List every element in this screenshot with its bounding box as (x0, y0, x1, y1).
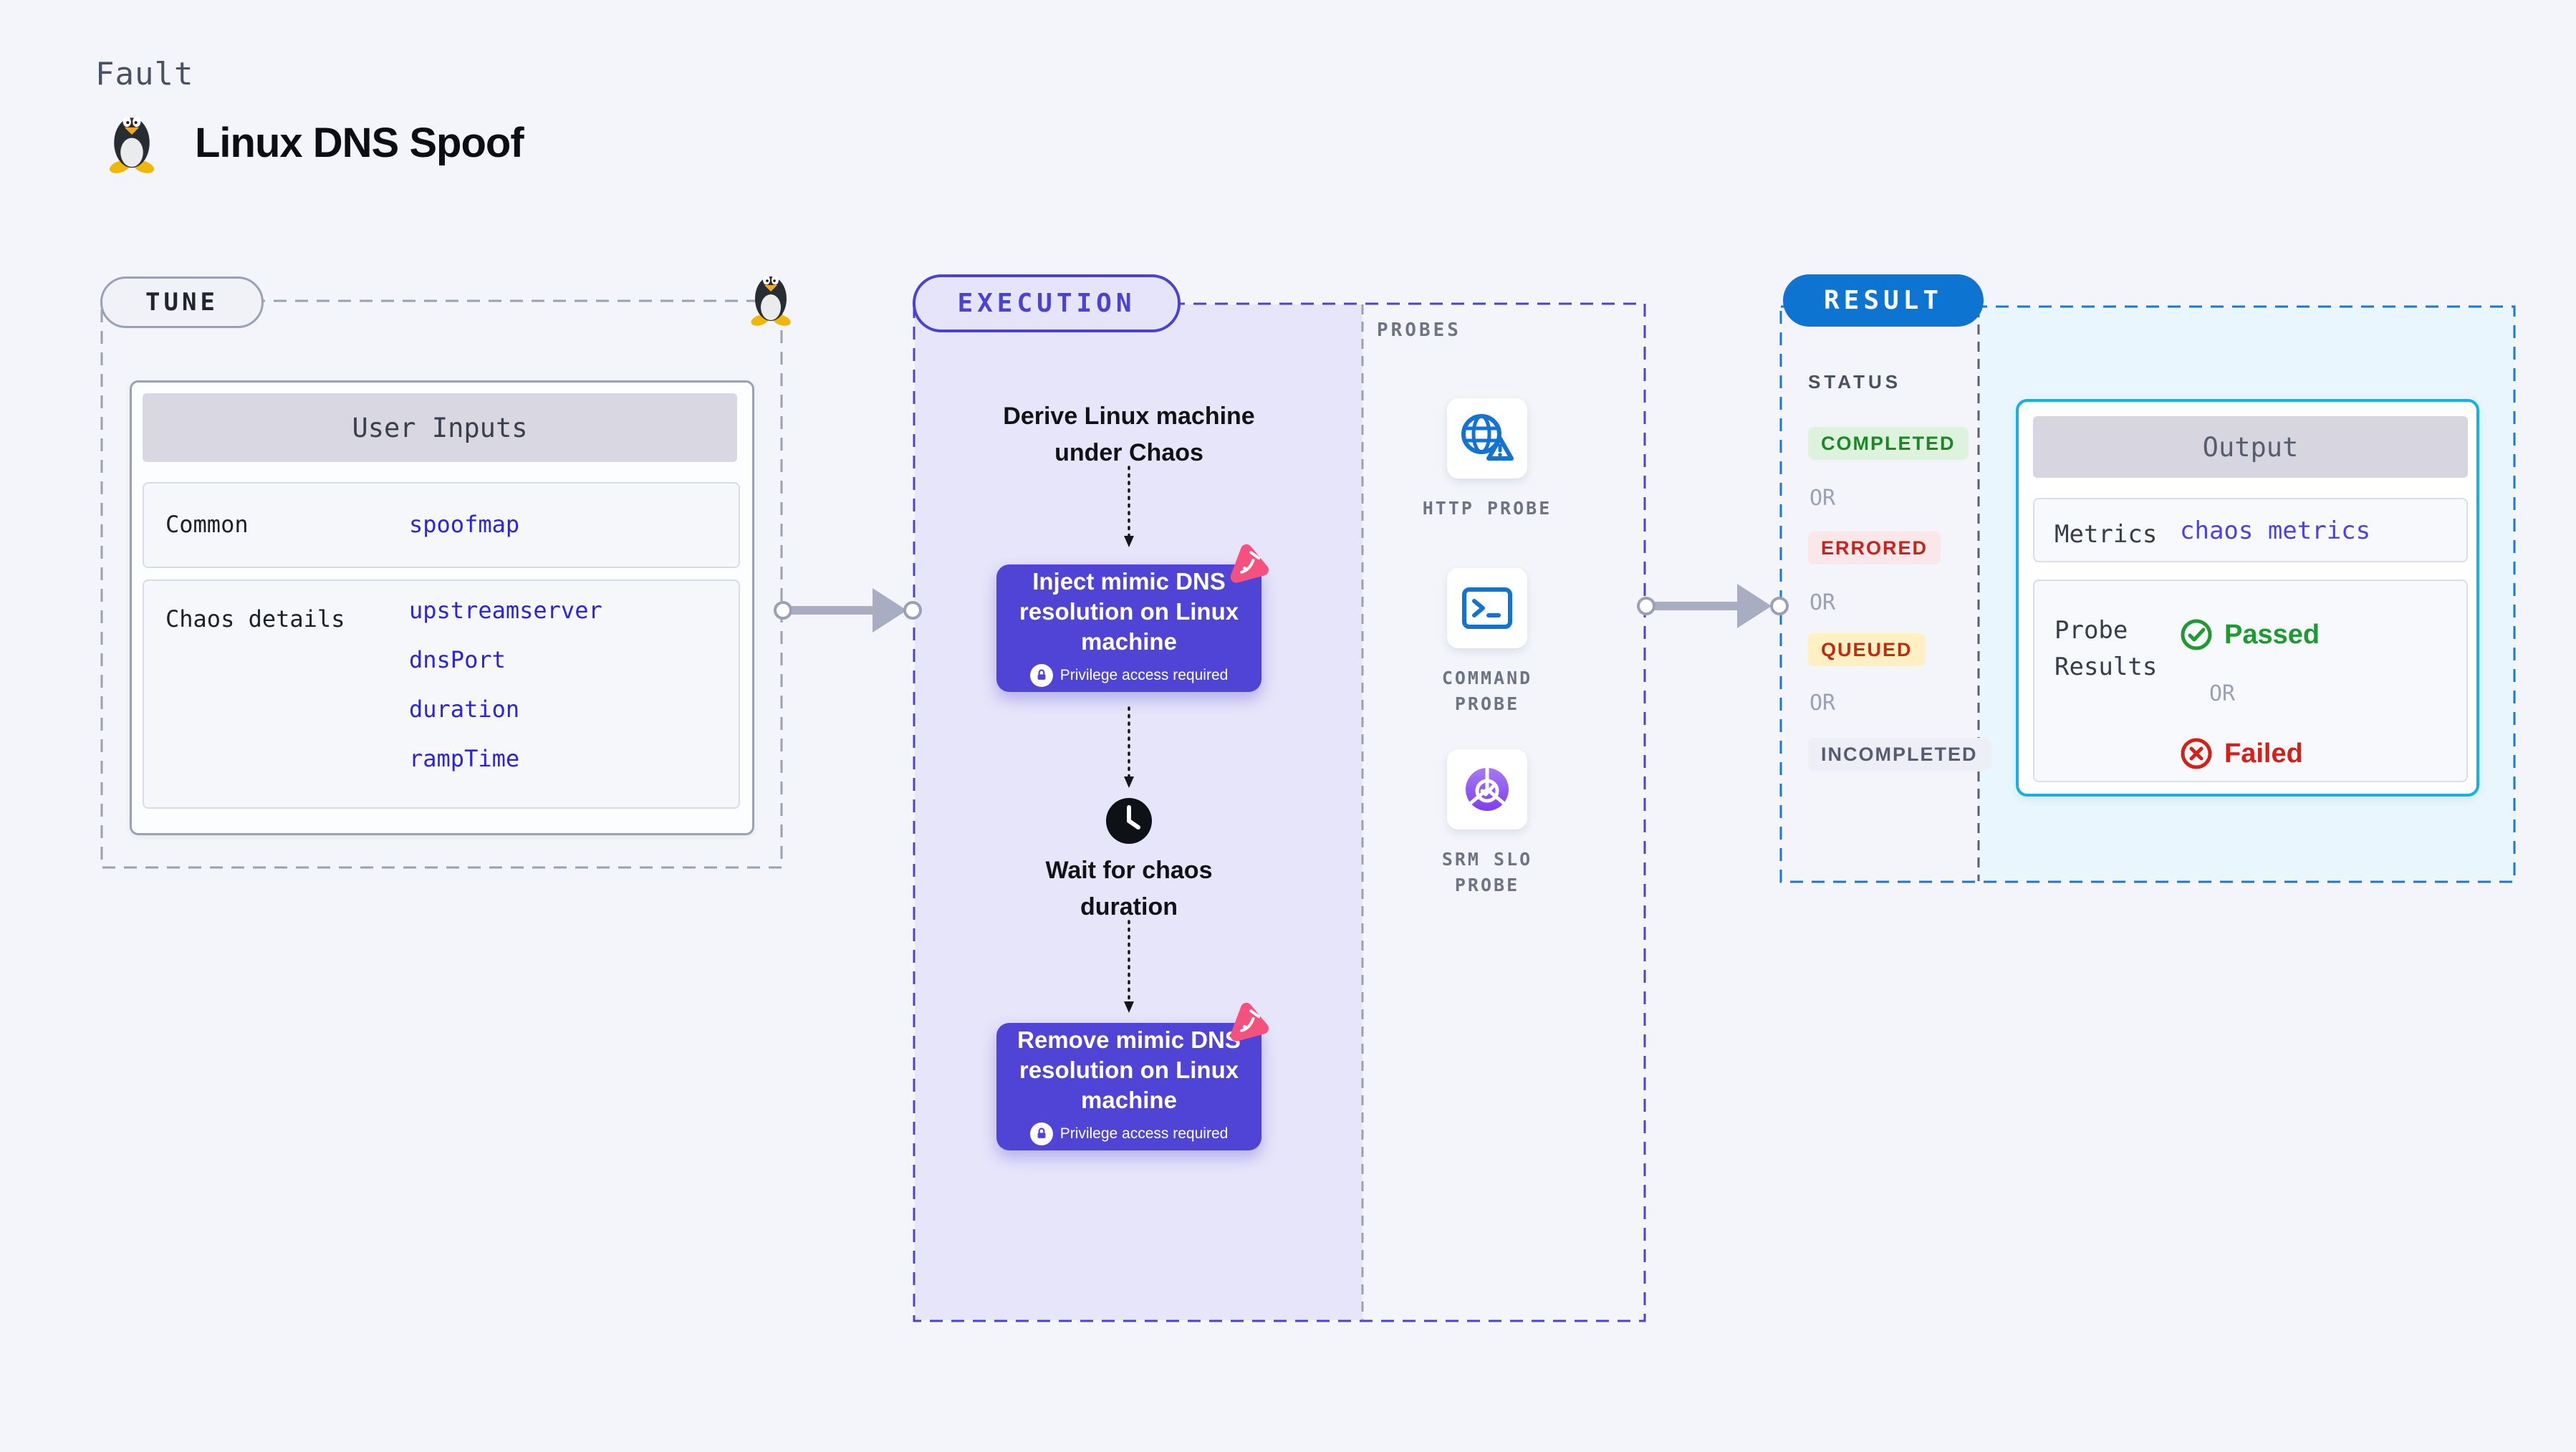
lock-icon (1029, 1122, 1053, 1145)
srm-slo-probe-card (1447, 749, 1527, 830)
chaos-value: duration (409, 696, 520, 723)
metrics-label: Metrics (2054, 520, 2158, 549)
failed-verdict: Failed (2180, 737, 2303, 770)
http-probe-card (1447, 398, 1527, 479)
inject-step-label: Inject mimic DNS resolution on Linux mac… (1019, 568, 1239, 655)
litmus-logo-icon (1221, 998, 1272, 1048)
output-title: Output (2033, 416, 2468, 478)
check-circle-icon (2181, 619, 2212, 650)
lock-icon (1029, 663, 1053, 687)
flow-arrow-down (1124, 920, 1134, 1013)
user-inputs-title: User Inputs (143, 393, 737, 462)
probe-results-row: Probe Results Passed OR Failed (2033, 580, 2468, 782)
or-separator: OR (1810, 590, 1836, 615)
or-separator: OR (1810, 691, 1836, 716)
chaos-details-row: Chaos details upstreamserver dnsPort dur… (143, 580, 740, 809)
slo-donut-icon (1466, 768, 1509, 811)
common-input-row: Common spoofmap (143, 482, 740, 568)
litmus-logo-icon (1221, 539, 1272, 590)
result-badge: RESULT (1783, 274, 1984, 327)
common-label: Common (165, 511, 249, 538)
tux-penguin-icon (106, 107, 158, 175)
flow-arrow-down (1124, 466, 1134, 547)
command-probe-label: COMMAND PROBE (1441, 668, 1533, 715)
fault-kicker: Fault (95, 56, 194, 92)
or-separator: OR (2209, 681, 2236, 706)
execution-to-result-arrow (1637, 584, 1789, 628)
page-title: Linux DNS Spoof (195, 120, 524, 166)
derive-step-label: Derive Linux machine under Chaos (1003, 403, 1255, 466)
status-badge-errored: ERRORED (1808, 532, 1941, 564)
common-value: spoofmap (409, 511, 520, 538)
tune-badge: TUNE (100, 277, 264, 328)
remove-chaos-node: Remove mimic DNS resolution on Linux mac… (996, 1023, 1261, 1150)
inject-chaos-node: Inject mimic DNS resolution on Linux mac… (996, 564, 1261, 692)
privilege-note: Privilege access required (1029, 1122, 1229, 1145)
chaos-value: upstreamserver (409, 597, 602, 624)
x-circle-icon (2181, 738, 2212, 769)
probes-heading: PROBES (1377, 319, 1461, 341)
status-heading: STATUS (1808, 371, 1902, 393)
chaos-value: dnsPort (409, 646, 506, 673)
command-probe-card (1447, 568, 1527, 648)
clock-icon (1106, 798, 1152, 844)
passed-label: Passed (2224, 619, 2320, 650)
chaos-value: rampTime (409, 745, 520, 772)
terminal-icon (1462, 587, 1512, 629)
output-panel: Output Metrics chaos metrics Probe Resul… (2016, 399, 2479, 797)
metrics-value: chaos metrics (2180, 516, 2371, 545)
remove-step-label: Remove mimic DNS resolution on Linux mac… (1017, 1027, 1241, 1113)
execution-badge: EXECUTION (913, 274, 1181, 332)
status-badge-incompleted: INCOMPLETED (1808, 738, 1991, 771)
or-separator: OR (1810, 486, 1836, 511)
privilege-note-text: Privilege access required (1059, 666, 1229, 683)
privilege-note-text: Privilege access required (1059, 1125, 1229, 1142)
srm-slo-probe-label: SRM SLO PROBE (1441, 849, 1533, 896)
http-probe-label: HTTP PROBE (1422, 498, 1552, 519)
failed-label: Failed (2224, 738, 2303, 769)
globe-alert-icon (1461, 414, 1514, 461)
flow-arrow-down (1124, 706, 1134, 788)
privilege-note: Privilege access required (1029, 663, 1229, 687)
status-badge-completed: COMPLETED (1808, 427, 1969, 460)
tune-to-execution-arrow (774, 588, 922, 633)
probe-results-label: Probe Results (2054, 616, 2158, 681)
tux-penguin-small-icon (748, 266, 794, 328)
status-badge-queued: QUEUED (1808, 633, 1926, 666)
wait-step-label: Wait for chaos duration (1045, 857, 1213, 920)
passed-verdict: Passed (2180, 618, 2320, 651)
metrics-row: Metrics chaos metrics (2033, 498, 2468, 562)
chaos-details-label: Chaos details (165, 605, 345, 633)
